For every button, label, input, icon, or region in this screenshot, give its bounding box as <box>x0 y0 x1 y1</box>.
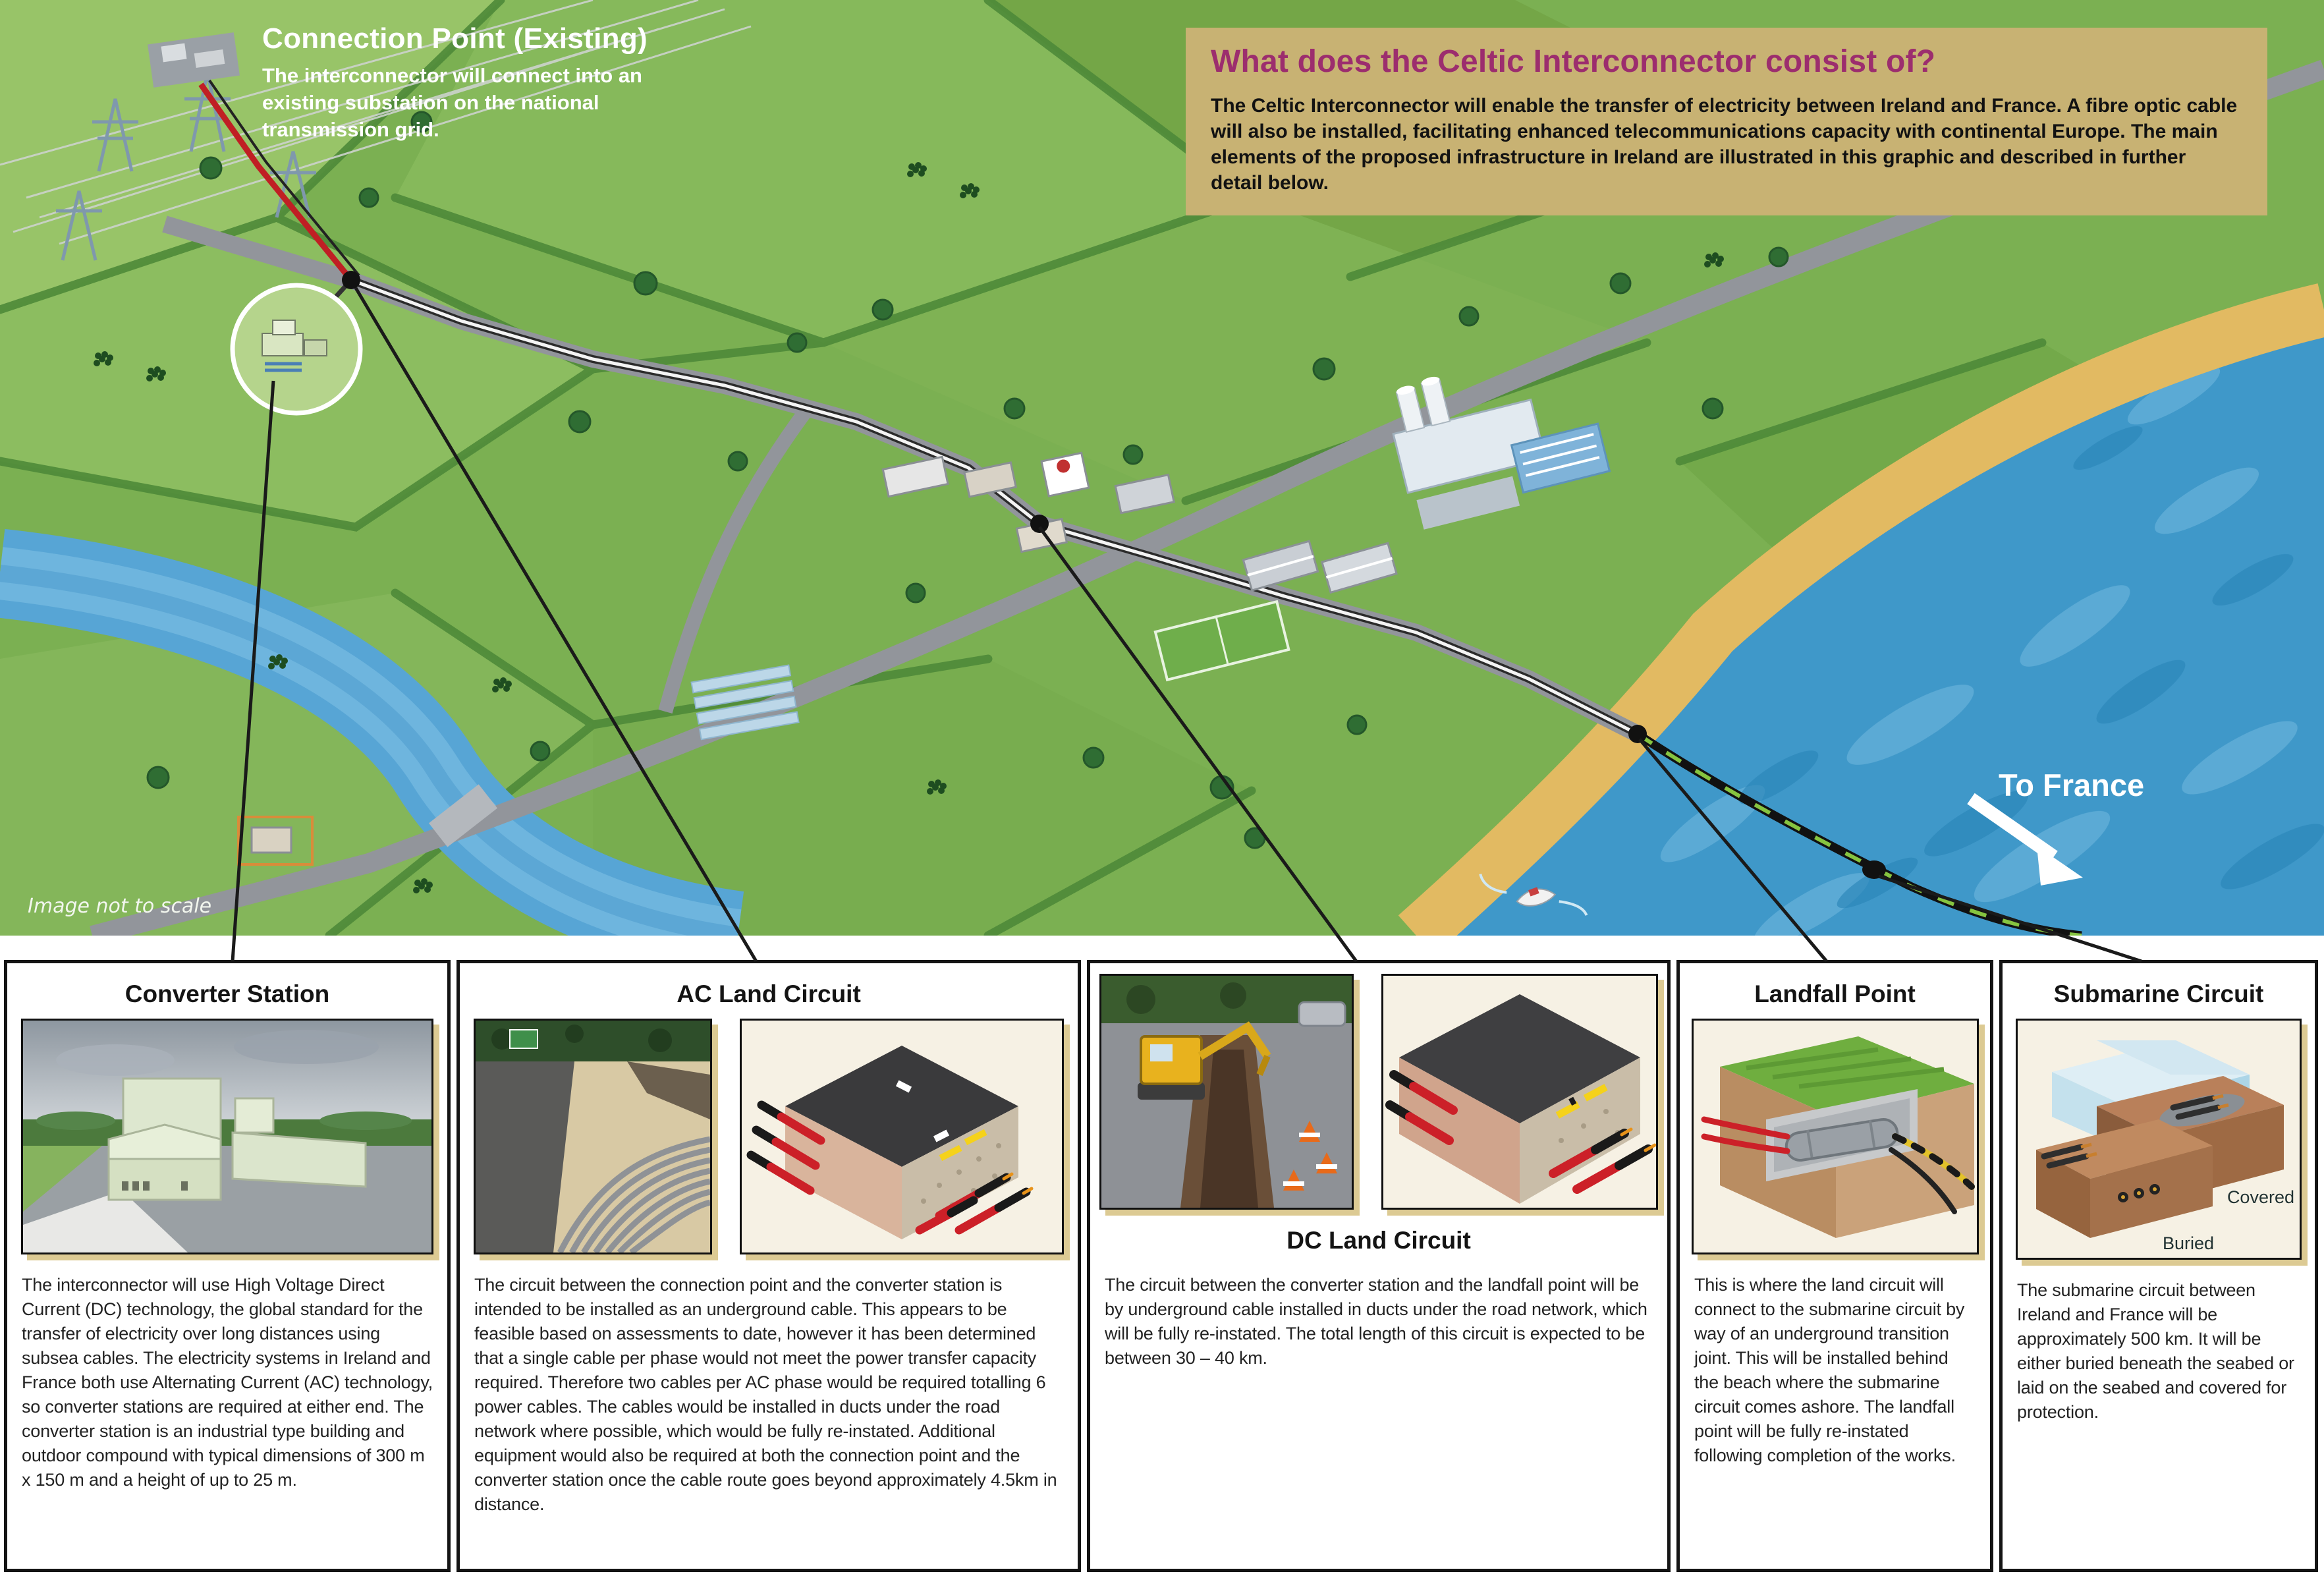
callout-dot-landfall <box>1628 725 1647 743</box>
connection-point-title: Connection Point (Existing) <box>262 22 648 55</box>
boat <box>1479 873 1588 916</box>
dc-duct-block-illustration <box>1381 974 1658 1210</box>
village <box>881 451 1175 553</box>
converter-station-marker <box>230 283 363 416</box>
info-box: What does the Celtic Interconnector cons… <box>1186 28 2267 215</box>
panel-title: AC Land Circuit <box>677 980 861 1007</box>
panel-body: This is where the land circuit will conn… <box>1694 1275 1965 1465</box>
factory <box>1392 376 1611 530</box>
covered-label: Covered <box>2227 1187 2294 1207</box>
info-box-body: The Celtic Interconnector will enable th… <box>1211 95 2238 194</box>
panel-landfall-point: Landfall Point <box>1676 960 1993 1572</box>
callout-dot-ac <box>342 271 360 289</box>
connection-point-subtitle: The interconnector will connect into an … <box>262 64 642 141</box>
panel-converter-station: Converter Station <box>4 960 451 1572</box>
callout-dot-submarine <box>1862 860 1886 879</box>
panel-title: Landfall Point <box>1754 980 1916 1007</box>
info-box-title: What does the Celtic Interconnector cons… <box>1211 44 1936 79</box>
substation <box>148 32 240 88</box>
panel-title: Converter Station <box>124 980 330 1007</box>
seabed-cables-illustration: Covered Buried <box>2016 1019 2302 1260</box>
connection-point-label: Connection Point (Existing) The intercon… <box>262 22 776 143</box>
panel-submarine-circuit: Submarine Circuit <box>1999 960 2318 1572</box>
detail-panels: Converter Station <box>4 960 2320 1572</box>
pylon-group <box>56 72 316 261</box>
panel-body: The circuit between the connection point… <box>474 1275 1057 1514</box>
transmission-lines <box>0 0 752 245</box>
callout-dot-dc <box>1030 515 1049 533</box>
panel-body: The interconnector will use High Voltage… <box>22 1275 433 1490</box>
panel-title: DC Land Circuit <box>1286 1227 1471 1254</box>
transition-joint-illustration <box>1691 1019 1979 1254</box>
ac-duct-block-illustration <box>740 1019 1064 1254</box>
panel-title: Submarine Circuit <box>2053 980 2264 1007</box>
beach <box>1398 283 2324 936</box>
panel-body: The submarine circuit between Ireland an… <box>2017 1280 2294 1422</box>
to-france-label: To France <box>1999 768 2145 802</box>
buried-label: Buried <box>2163 1233 2215 1253</box>
excavator-trench-photo <box>1099 974 1354 1210</box>
converter-station-photo <box>21 1019 433 1254</box>
map-illustration: Connection Point (Existing) The intercon… <box>0 0 2324 936</box>
not-to-scale-note: Image not to scale <box>28 895 212 918</box>
panel-body: The circuit between the converter statio… <box>1105 1275 1647 1368</box>
panel-ac-land-circuit: AC Land Circuit <box>456 960 1081 1572</box>
panel-dc-land-circuit: DC Land Circuit The circuit between the … <box>1087 960 1671 1572</box>
cable-trench-photo <box>474 1019 712 1254</box>
